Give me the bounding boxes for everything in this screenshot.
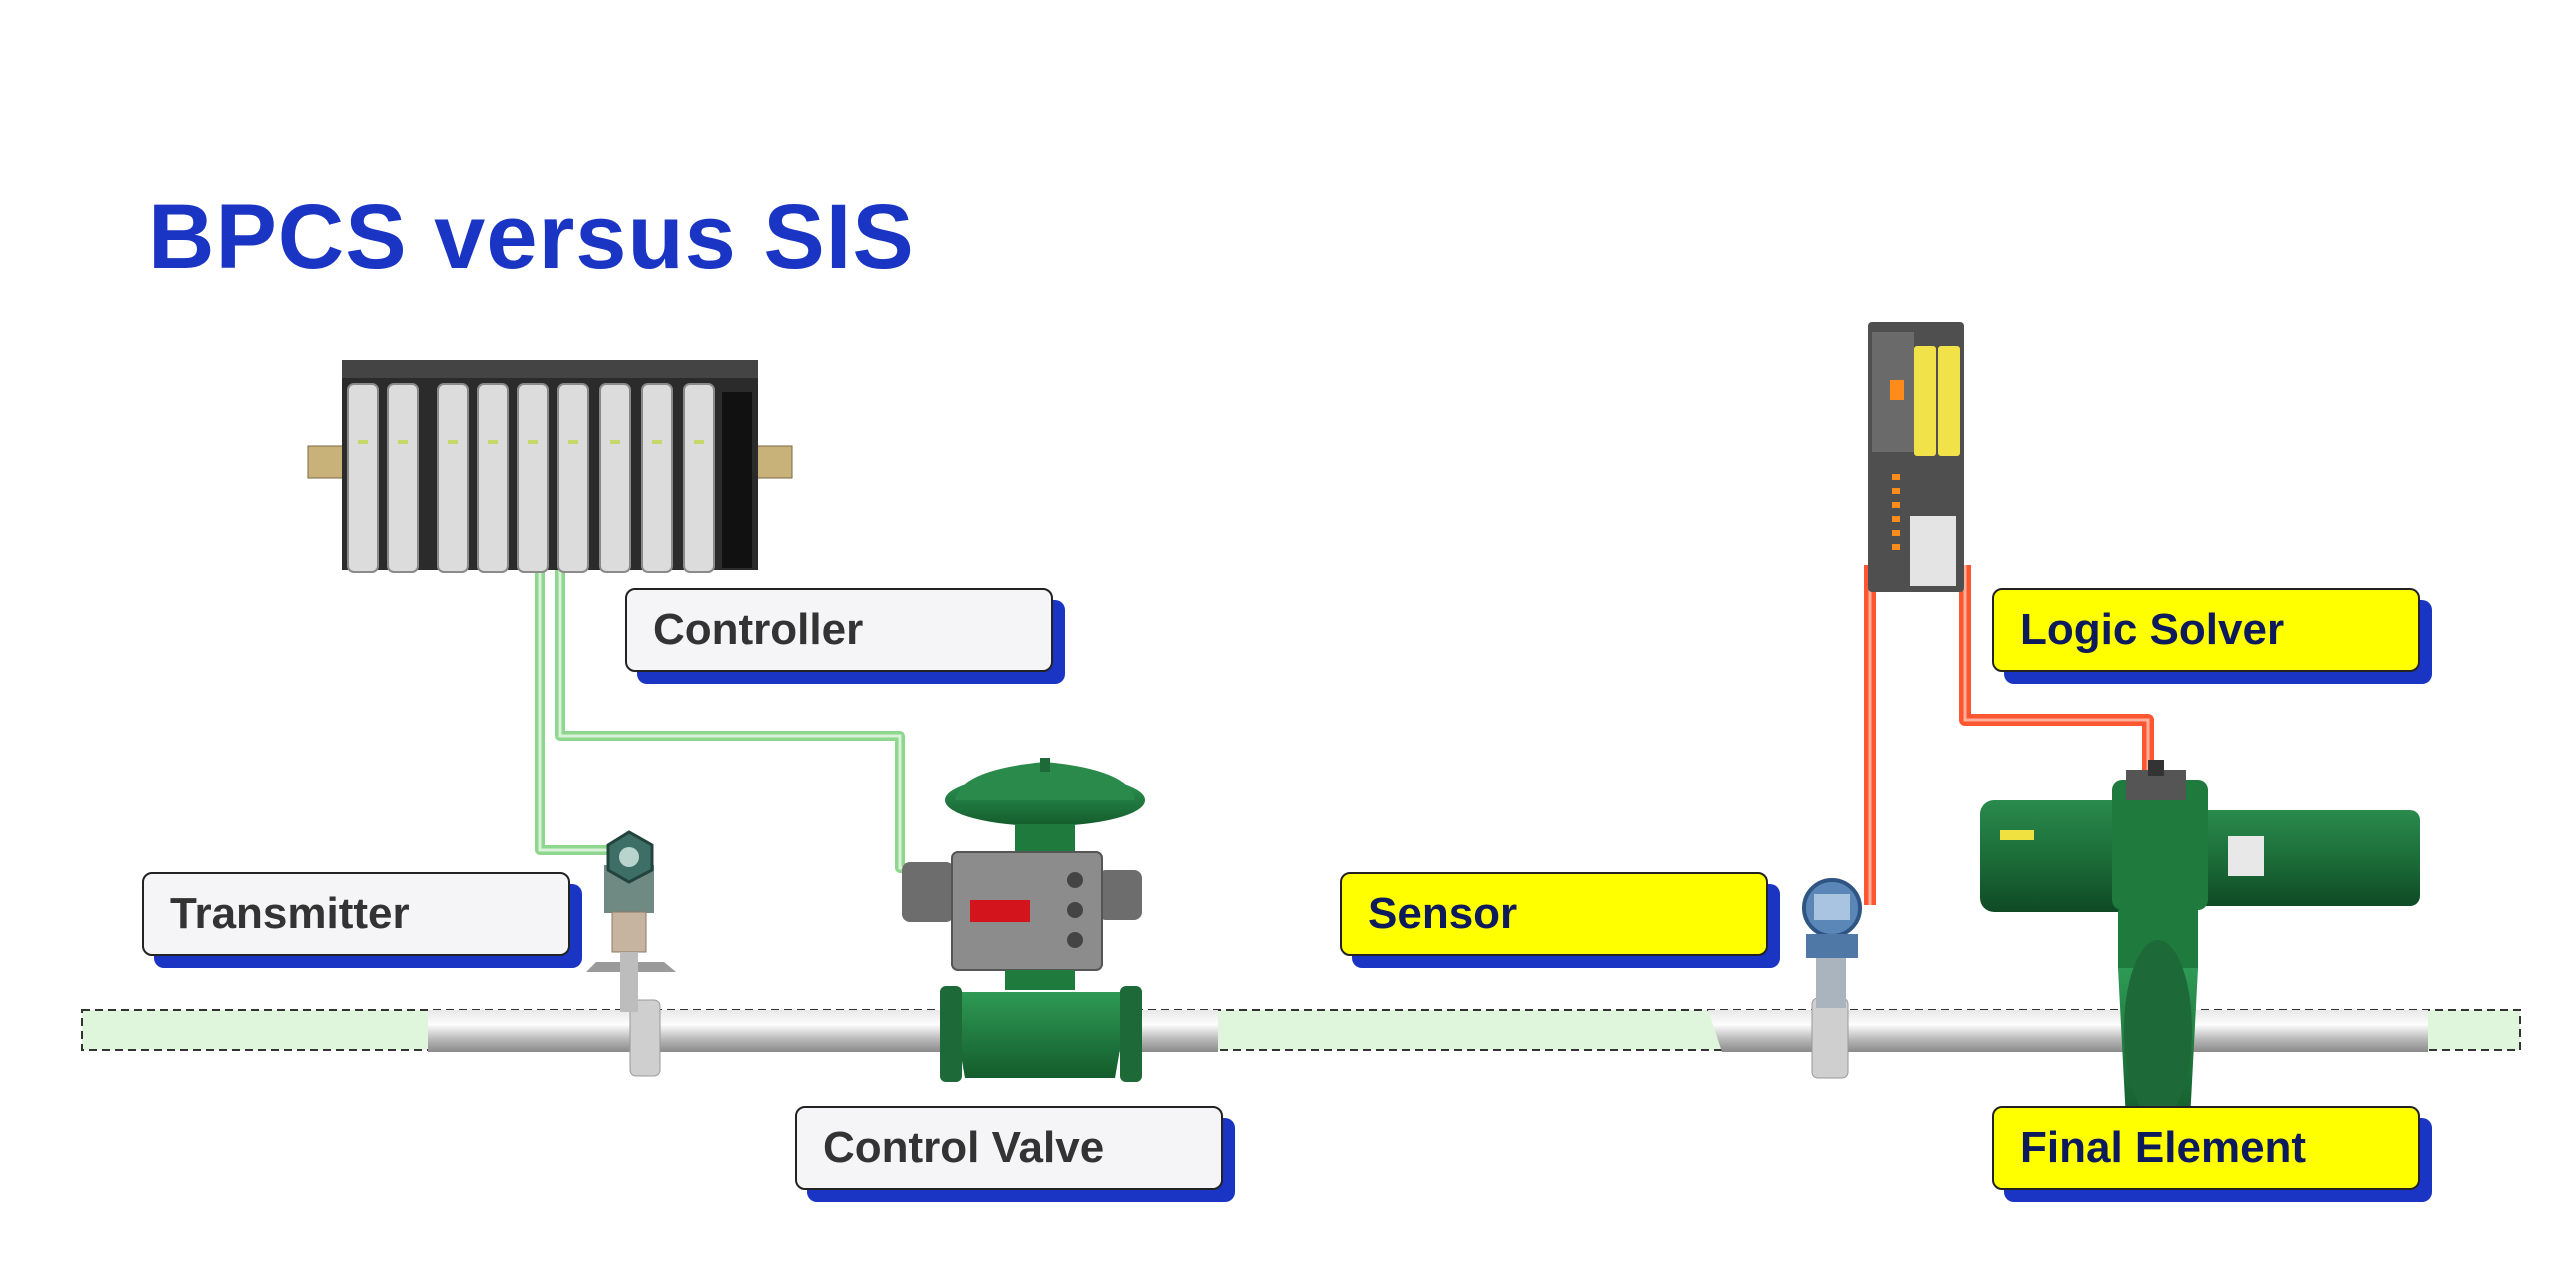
controller-label-text: Controller (653, 605, 864, 654)
logic-solver-image (1868, 322, 1964, 592)
slide-title: BPCS versus SIS (148, 186, 915, 288)
transmitter-label-text: Transmitter (170, 889, 410, 938)
control-valve-label-text: Control Valve (823, 1123, 1105, 1172)
final-element-image (1980, 760, 2420, 1120)
control-valve-image (902, 758, 1145, 1082)
logic-solver-label-text: Logic Solver (2020, 605, 2285, 654)
controller-rack-image (307, 360, 793, 573)
sensor-label: Sensor (1340, 872, 1768, 956)
transmitter-label: Transmitter (142, 872, 570, 956)
sis-pipe (1708, 997, 2428, 1079)
logic-solver-label: Logic Solver (1992, 588, 2420, 672)
transmitter-image (586, 830, 676, 1012)
sensor-label-text: Sensor (1368, 889, 1518, 938)
controller-label: Controller (625, 588, 1053, 672)
sensor-image (1802, 878, 1862, 1008)
final-element-label-text: Final Element (2020, 1123, 2307, 1172)
control-valve-label: Control Valve (795, 1106, 1223, 1190)
final-element-label: Final Element (1992, 1106, 2420, 1190)
